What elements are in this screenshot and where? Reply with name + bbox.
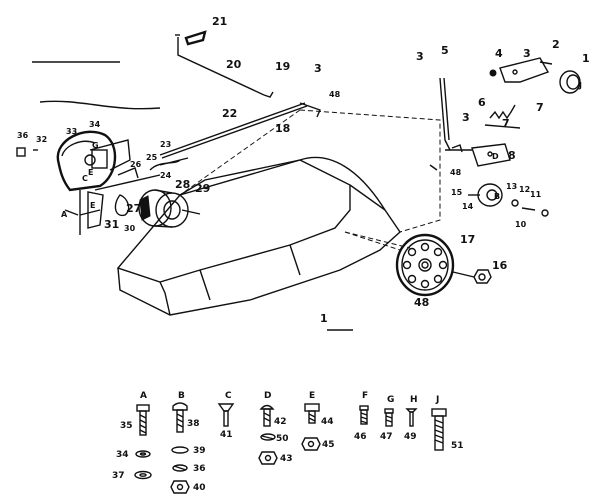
part-label-2: 2 [552, 38, 560, 51]
hw-item-38: 38 [187, 419, 200, 429]
part-label-4: 4 [495, 47, 503, 60]
hw-washer-50: 50 [276, 434, 289, 444]
clutch-pulley [138, 189, 201, 228]
hardware-col-c: C 41 [217, 391, 235, 440]
part-label-30: 30 [124, 224, 136, 233]
hw-item-46: 46 [354, 432, 367, 442]
hw-letter-e: E [309, 391, 315, 401]
hardware-col-b: B 38 39 36 40 [170, 391, 206, 494]
hw-washer-34: 34 [116, 450, 129, 460]
part-label-31: 31 [104, 218, 119, 231]
hw-letter-b: B [178, 391, 185, 401]
part-label-7: 7 [536, 101, 544, 114]
part-label-25: 25 [146, 153, 158, 162]
part-label-20: 20 [226, 58, 242, 71]
idler-arm-assembly [429, 57, 581, 217]
hw-letter-g: G [387, 395, 394, 405]
hw-letter-c: C [225, 391, 232, 401]
part-label-26: 26 [130, 160, 142, 169]
letter-j: J [578, 81, 582, 90]
hw-item-44: 44 [321, 417, 334, 427]
part-label-14: 14 [462, 202, 474, 211]
part-label-5: 5 [441, 44, 449, 57]
part-label-18: 18 [275, 122, 290, 135]
part-labels: 1 2 3 3 3 3 4 5 6 7 7 8 10 11 12 13 14 1… [17, 15, 590, 309]
part-label-3: 3 [523, 47, 531, 60]
part-label-10: 10 [515, 220, 527, 229]
part-label-19: 19 [275, 60, 290, 73]
part-label-3: 3 [416, 50, 424, 63]
hardware-col-a: A 35 34 37 [112, 391, 152, 481]
hardware-col-e: E 44 45 [301, 391, 335, 451]
hw-nut-43: 43 [280, 454, 293, 464]
part-label-24: 24 [160, 171, 172, 180]
letter-c: C [82, 174, 88, 183]
control-rod-assembly [32, 30, 274, 110]
hw-washer-37: 37 [112, 471, 125, 481]
hw-letter-f: F [362, 391, 368, 401]
hw-item-51: 51 [451, 441, 464, 451]
part-label-48: 48 [329, 90, 341, 99]
letter-e: E [88, 168, 93, 177]
part-label-28: 28 [175, 178, 190, 191]
spindle-pulley [344, 231, 492, 297]
cable [159, 102, 321, 159]
letter-g: G [92, 141, 99, 150]
hw-item-41: 41 [220, 430, 233, 440]
hw-washer-39: 39 [193, 446, 206, 456]
letter-a: A [61, 210, 68, 219]
hw-letter-d: D [264, 391, 271, 401]
part-label-16: 16 [492, 259, 508, 272]
hardware-key: A 35 34 37 B 38 39 36 40 [112, 391, 464, 494]
part-label-17: 17 [460, 233, 475, 246]
hw-letter-j: J [435, 395, 439, 405]
hw-nut-40: 40 [193, 483, 206, 493]
figure-marker: 1 [320, 312, 353, 331]
hardware-col-j: J 51 [431, 395, 464, 451]
letter-d: D [492, 152, 499, 161]
part-label-33: 33 [66, 127, 77, 136]
letter-b: B [494, 192, 500, 201]
part-label-27: 27 [126, 202, 141, 215]
hw-item-42: 42 [274, 417, 287, 427]
part-label-32: 32 [36, 135, 47, 144]
part-label-48: 48 [414, 296, 429, 309]
part-label-12: 12 [519, 185, 530, 194]
part-label-34: 34 [89, 120, 101, 129]
hw-nut-45: 45 [322, 440, 335, 450]
part-label-15: 15 [451, 188, 463, 197]
part-label-7: 7 [502, 117, 510, 130]
part-label-11: 11 [530, 190, 542, 199]
part-label-3: 3 [462, 111, 470, 124]
engagement-lever-assembly [16, 130, 189, 235]
part-label-23: 23 [160, 140, 171, 149]
hw-item-49: 49 [404, 432, 417, 442]
hardware-col-g: G 47 [380, 395, 394, 442]
part-label-36: 36 [17, 131, 29, 140]
hardware-col-h: H 49 [404, 395, 418, 442]
part-label-21: 21 [212, 15, 227, 28]
belt-housing [116, 109, 441, 316]
part-label-8: 8 [508, 149, 516, 162]
figure-number: 1 [320, 312, 328, 325]
part-label-29: 29 [195, 182, 210, 195]
part-label-1: 1 [582, 52, 590, 65]
part-label-22: 22 [222, 107, 237, 120]
hw-item-47: 47 [380, 432, 393, 442]
part-label-48: 48 [450, 168, 462, 177]
letter-e-tab: E [90, 201, 95, 210]
hw-item-35: 35 [120, 421, 133, 431]
hw-letter-h: H [410, 395, 418, 405]
part-label-3: 3 [314, 62, 322, 75]
hardware-col-d: D 42 50 43 [258, 391, 293, 465]
hardware-col-f: F 46 [354, 391, 369, 442]
hw-washer-36: 36 [193, 464, 206, 474]
hw-letter-a: A [140, 391, 147, 401]
part-label-6: 6 [478, 96, 486, 109]
part-label-13: 13 [506, 182, 517, 191]
